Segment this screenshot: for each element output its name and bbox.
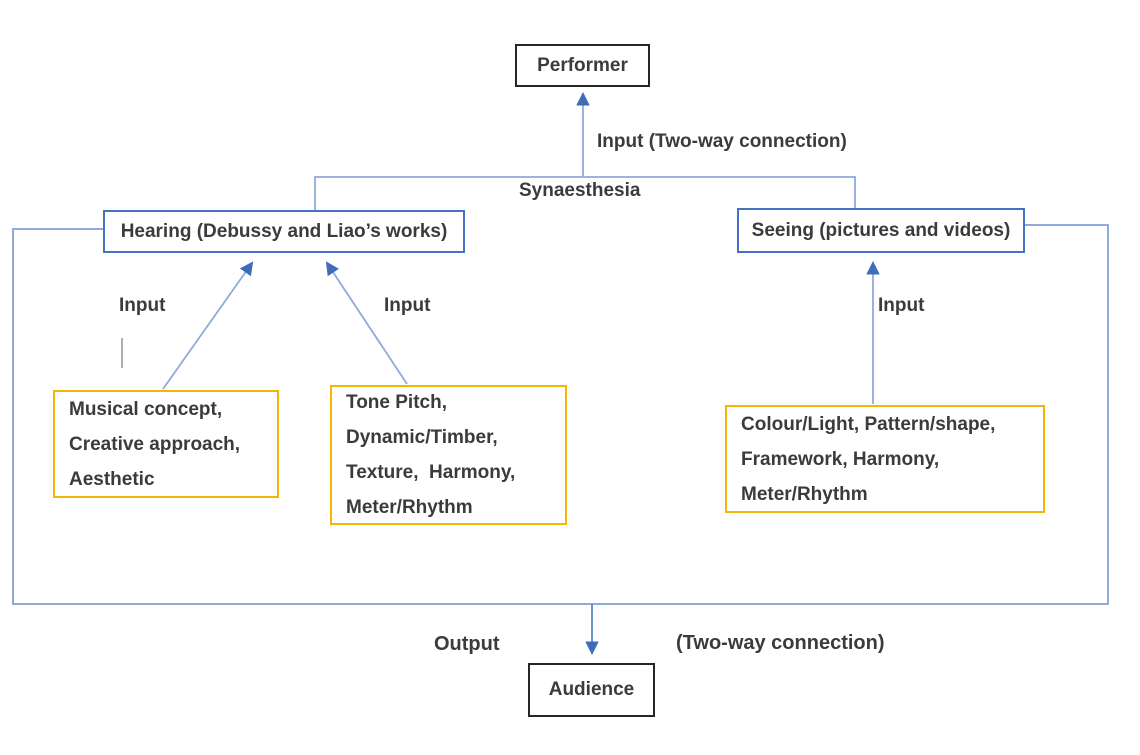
hearing-box: Hearing (Debussy and Liao’s works) [103,210,465,253]
input-label-right: Input [878,295,925,316]
input-arrow-tone-to-hearing [325,261,408,385]
musical-concept-line-2: Creative approach, [69,433,241,455]
synaesthesia-connector-line [314,176,856,210]
synaesthesia-label: Synaesthesia [519,180,641,201]
input-arrow-musical-to-hearing [162,261,254,390]
input-two-way-label: Input (Two-way connection) [597,131,847,152]
seeing-box: Seeing (pictures and videos) [737,208,1025,253]
colour-light-line-1: Colour/Light, Pattern/shape, [741,413,996,435]
performer-box: Performer [515,44,650,87]
output-loop-line [12,224,1109,605]
colour-light-line-3: Meter/Rhythm [741,483,868,505]
tone-pitch-box: Tone Pitch, Dynamic/Timber, Texture, Har… [330,385,567,525]
tone-pitch-line-2: Dynamic/Timber, [346,427,498,448]
tone-pitch-line-1: Tone Pitch, [346,392,447,413]
musical-concept-box: Musical concept, Creative approach, Aest… [53,390,279,498]
input-label-left: Input [119,295,166,316]
performer-label: Performer [537,54,628,76]
hearing-label: Hearing (Debussy and Liao’s works) [120,220,448,242]
output-label: Output [434,633,500,655]
audience-label: Audience [548,679,635,700]
two-way-connection-bottom-label: (Two-way connection) [676,632,885,654]
input-label-middle: Input [384,295,431,316]
tone-pitch-line-3: Texture, Harmony, [346,462,516,483]
musical-concept-line-1: Musical concept, [69,398,223,420]
seeing-label: Seeing (pictures and videos) [751,219,1011,241]
colour-light-line-2: Framework, Harmony, [741,448,940,470]
colour-light-box: Colour/Light, Pattern/shape, Framework, … [725,405,1045,513]
audience-box: Audience [528,663,655,717]
musical-concept-line-3: Aesthetic [69,468,155,490]
tone-pitch-line-4: Meter/Rhythm [346,497,473,518]
